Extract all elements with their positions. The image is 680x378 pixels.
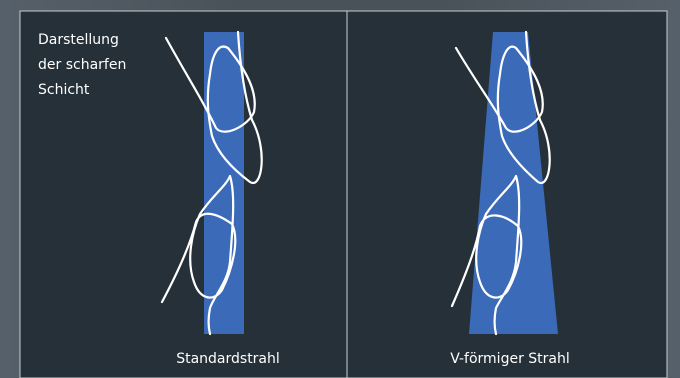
annotation-line-1: Darstellung [38, 32, 119, 48]
annotation-line-3: Schicht [38, 82, 90, 98]
annotation-line-2: der scharfen [38, 57, 126, 73]
caption-v-shaped-beam: V-förmiger Strahl [450, 351, 570, 367]
caption-standard-beam: Standardstrahl [176, 351, 280, 367]
